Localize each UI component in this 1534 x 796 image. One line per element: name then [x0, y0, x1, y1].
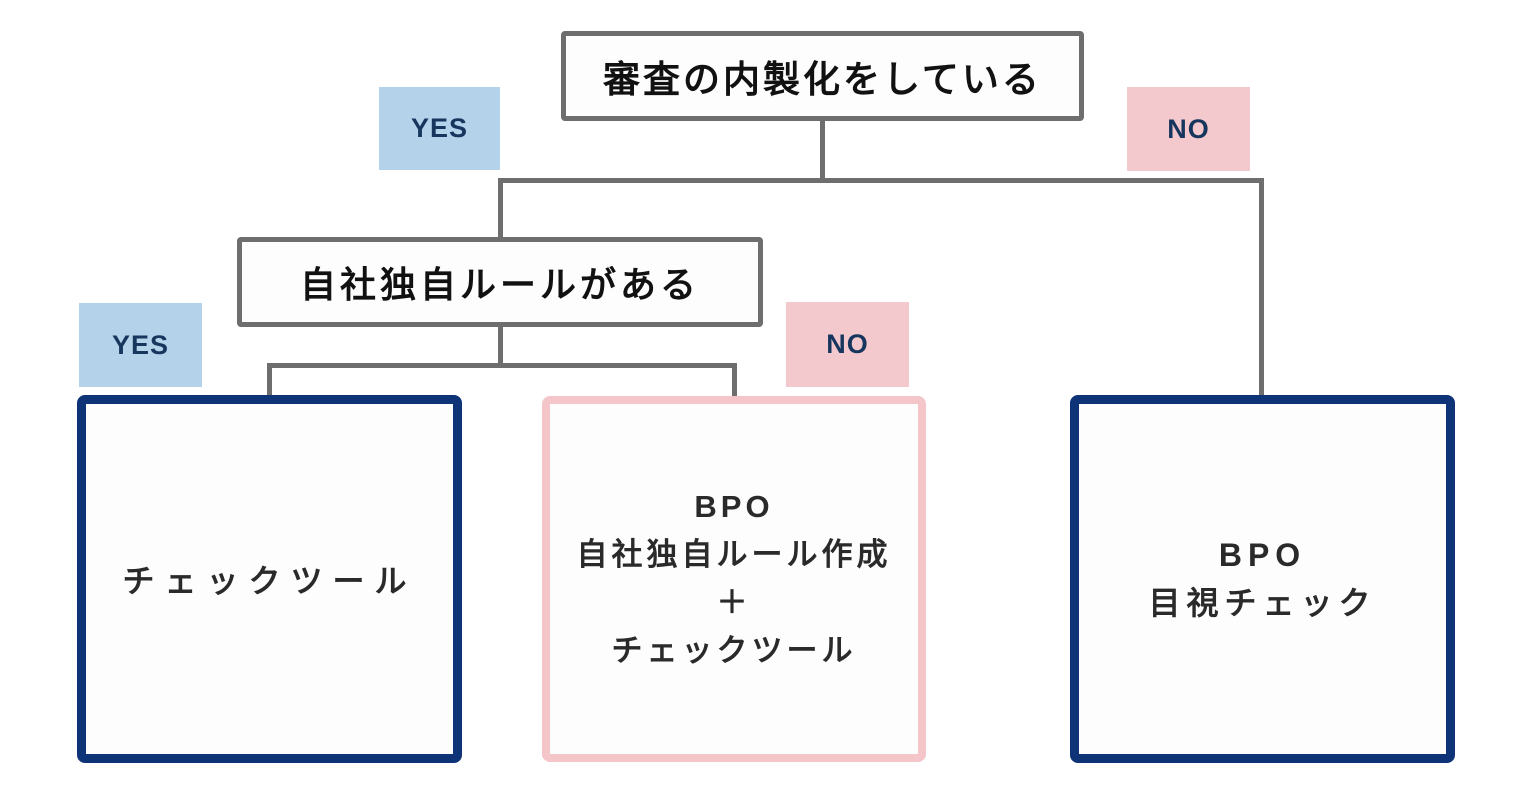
leaf-node-bpo-rules-line-4: チェックツール	[611, 633, 857, 669]
leaf-node-bpo-rules-line-3: ＋	[716, 585, 752, 620]
leaf-node-bpo-visual-check: BPO 目視チェック	[1070, 395, 1455, 763]
edge-label-branch-no: NO	[786, 302, 909, 387]
edge-label-branch-yes: YES	[79, 303, 202, 387]
leaf-node-bpo-rules-plus-tool: BPO 自社独自ルール作成 ＋ チェックツール	[542, 396, 926, 762]
edge-label-root-no: NO	[1127, 87, 1250, 171]
leaf-node-bpo-rules-line-2: 自社独自ルール作成	[576, 536, 892, 572]
leaf-node-check-tool-label: チェックツール	[122, 563, 417, 599]
connector-level1-horizontal	[498, 178, 1264, 183]
leaf-node-bpo-visual-line-2: 目視チェック	[1148, 585, 1377, 621]
connector-branch-yes-down	[267, 363, 272, 397]
connector-level2-horizontal	[267, 363, 737, 368]
decision-node-root-label: 審査の内製化をしている	[603, 59, 1042, 100]
connector-branch-down	[498, 325, 503, 367]
connector-root-no-down	[1259, 178, 1264, 397]
edge-label-root-yes: YES	[379, 87, 500, 170]
connector-branch-no-down	[732, 363, 737, 397]
decision-node-root: 審査の内製化をしている	[561, 31, 1084, 121]
leaf-node-bpo-visual-line-1: BPO	[1218, 537, 1307, 573]
decision-node-own-rules: 自社独自ルールがある	[237, 237, 763, 327]
leaf-node-check-tool: チェックツール	[77, 395, 462, 763]
connector-root-down	[820, 120, 825, 182]
connector-root-yes-down	[498, 178, 503, 239]
leaf-node-bpo-rules-line-1: BPO	[694, 488, 774, 524]
decision-node-own-rules-label: 自社独自ルールがある	[299, 264, 700, 305]
